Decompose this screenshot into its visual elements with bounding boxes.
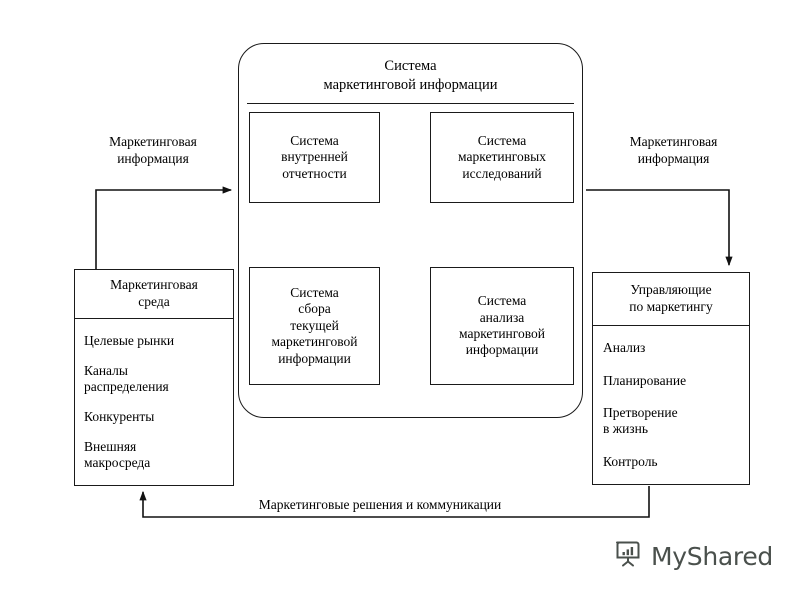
edge-label-marketing-information-input: Маркетинговая информация	[109, 134, 197, 167]
node-marketing-research-system[interactable]: Система маркетинговых исследований	[430, 112, 574, 203]
node-line: Система	[477, 132, 527, 148]
myshared-watermark: MyShared	[614, 539, 773, 574]
node-line: отчетности	[282, 165, 347, 181]
list-item: Внешняя макросреда	[84, 438, 151, 470]
node-line: информации	[465, 342, 539, 358]
node-line: анализа	[479, 309, 525, 325]
marketing-information-system-title: Система маркетинговой информации	[238, 52, 583, 100]
node-marketing-managers[interactable]: Управляющие по маркетингу Анализ Планиро…	[592, 272, 750, 485]
list-item: Каналы распределения	[84, 362, 169, 394]
watermark-label: MyShared	[651, 542, 773, 571]
node-line: маркетинговых	[458, 149, 546, 165]
mis-title-line-1: Система	[384, 58, 437, 75]
mgr-header-line-2: по маркетингу	[629, 299, 713, 314]
mis-title-divider	[247, 103, 574, 104]
node-information-analysis-system[interactable]: Система анализа маркетинговой информации	[430, 267, 574, 385]
list-item: Целевые рынки	[84, 332, 175, 348]
node-line: Система	[290, 132, 339, 148]
env-header-line-2: среда	[138, 294, 170, 309]
node-line: Система	[290, 284, 339, 300]
mgr-header-line-1: Управляющие	[630, 282, 712, 298]
presentation-chart-icon	[614, 539, 644, 574]
list-item: Конкуренты	[84, 408, 155, 424]
list-item: Претворение в жизнь	[603, 405, 678, 437]
node-line: сбора	[298, 301, 331, 317]
node-line: внутренней	[281, 149, 348, 165]
edge-label-marketing-information-output: Маркетинговая информация	[629, 134, 718, 167]
connector-environment-to-mis	[95, 186, 233, 269]
edge-label-marketing-decisions-and-communications: Маркетинговые решения и коммуникации	[258, 497, 502, 512]
node-line: текущей	[290, 317, 339, 333]
marketing-environment-header: Маркетинговая среда	[75, 270, 233, 319]
list-item: Анализ	[603, 340, 646, 356]
marketing-environment-list: Целевые рынки Каналы распределения Конку…	[75, 319, 233, 485]
list-item: Планирование	[603, 372, 687, 388]
env-header-line-1: Маркетинговая	[110, 277, 198, 293]
node-current-information-collection-system[interactable]: Система сбора текущей маркетинговой инфо…	[249, 267, 380, 385]
list-item: Контроль	[603, 453, 658, 469]
node-line: исследований	[462, 165, 542, 181]
node-marketing-environment[interactable]: Маркетинговая среда Целевые рынки Каналы…	[74, 269, 234, 486]
node-line: информации	[278, 350, 351, 366]
marketing-managers-header: Управляющие по маркетингу	[593, 273, 749, 326]
node-line: маркетинговой	[459, 326, 545, 341]
connector-mis-to-managers	[586, 189, 733, 267]
mis-title-line-2: маркетинговой информации	[323, 77, 498, 93]
node-line: маркетинговой	[271, 334, 358, 350]
node-line: Система	[477, 293, 527, 309]
node-internal-reporting-system[interactable]: Система внутренней отчетности	[249, 112, 380, 203]
marketing-managers-list: Анализ Планирование Претворение в жизнь …	[593, 326, 749, 484]
